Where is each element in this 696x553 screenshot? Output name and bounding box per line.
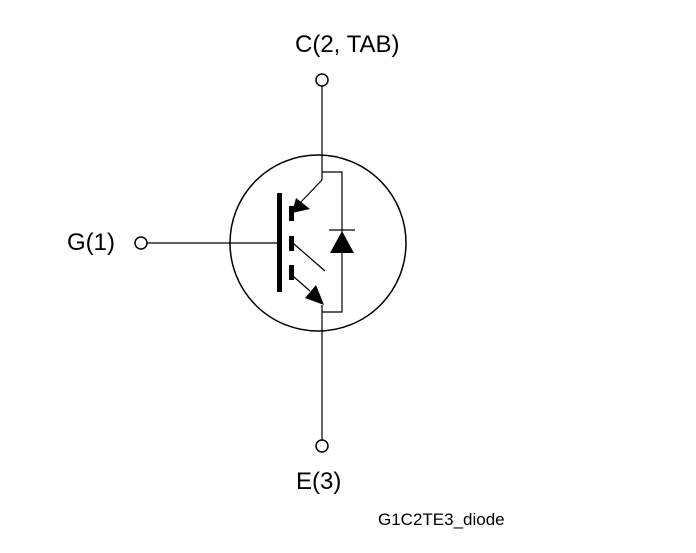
channel-segment-top (289, 206, 294, 221)
channel-segment-bottom (289, 265, 294, 280)
channel-segment-middle (289, 236, 294, 251)
emitter-terminal (315, 439, 329, 453)
collector-diagonal (299, 179, 323, 204)
diode-triangle-icon (330, 231, 354, 253)
gate-bar (277, 193, 282, 292)
middle-diagonal (293, 243, 326, 272)
gate-terminal (134, 236, 148, 250)
collector-terminal (315, 73, 329, 87)
gate-label: G(1) (67, 229, 115, 256)
collector-arrow (292, 198, 310, 213)
collector-label: C(2, TAB) (295, 31, 400, 58)
emitter-diagonal (293, 276, 311, 292)
emitter-arrow (305, 285, 324, 305)
caption-label: G1C2TE3_diode (378, 510, 505, 529)
emitter-label: E(3) (296, 468, 342, 495)
